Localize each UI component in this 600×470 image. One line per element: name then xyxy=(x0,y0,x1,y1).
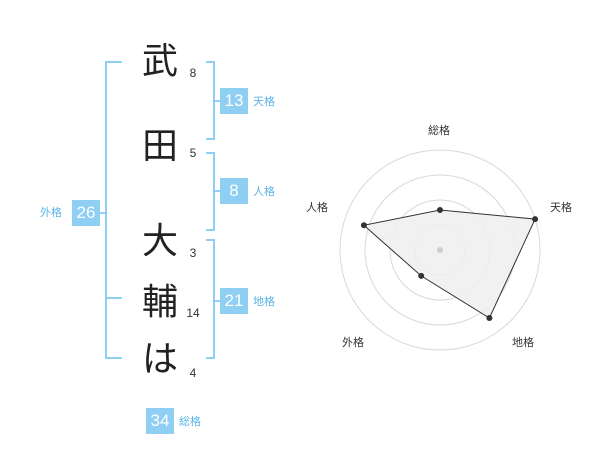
stroke-count-5: 4 xyxy=(189,366,197,380)
radar-center-dot xyxy=(437,247,443,253)
name-char-5: は xyxy=(141,339,178,380)
radar-point-2 xyxy=(532,216,539,223)
stroke-count-3: 3 xyxy=(189,246,197,260)
soukaku-label: 総格 xyxy=(179,415,201,428)
chikaku-label: 地格 xyxy=(253,295,275,308)
radar-ring-4 xyxy=(339,149,541,351)
radar-point-1 xyxy=(437,207,443,213)
chikaku-value: 21 xyxy=(220,288,248,314)
stroke-count-4: 14 xyxy=(186,306,200,320)
jinkaku-value: 8 xyxy=(220,178,248,204)
tenkaku-value: 13 xyxy=(220,88,248,114)
radar-axis-label-chikaku: 地格 xyxy=(512,336,534,349)
radar-axis-label-tenkaku: 天格 xyxy=(550,201,572,214)
name-char-2: 田 xyxy=(141,126,178,167)
radar-axis-label-gaikaku: 外格 xyxy=(342,336,364,349)
tenkaku-label: 天格 xyxy=(253,95,275,108)
radar-point-3 xyxy=(486,314,493,321)
radar-axis-label-jinkaku: 人格 xyxy=(306,201,328,214)
radar-axis-label-soukaku: 総格 xyxy=(428,124,450,137)
stroke-count-1: 8 xyxy=(189,66,197,80)
soukaku-value: 34 xyxy=(146,408,174,434)
stroke-count-2: 5 xyxy=(189,146,197,160)
name-char-1: 武 xyxy=(141,41,178,82)
gaikaku-bracket xyxy=(105,61,122,359)
jinkaku-label: 人格 xyxy=(253,185,275,198)
radar-polygon xyxy=(362,209,536,319)
radar-point-5 xyxy=(360,222,367,229)
name-char-3: 大 xyxy=(141,221,178,262)
chikaku-bracket xyxy=(206,239,215,359)
name-char-4: 輔 xyxy=(141,282,178,323)
gaikaku-value: 26 xyxy=(72,200,100,226)
radar-point-4 xyxy=(418,272,425,279)
gaikaku-label: 外格 xyxy=(40,206,62,219)
radar-points xyxy=(360,207,539,321)
